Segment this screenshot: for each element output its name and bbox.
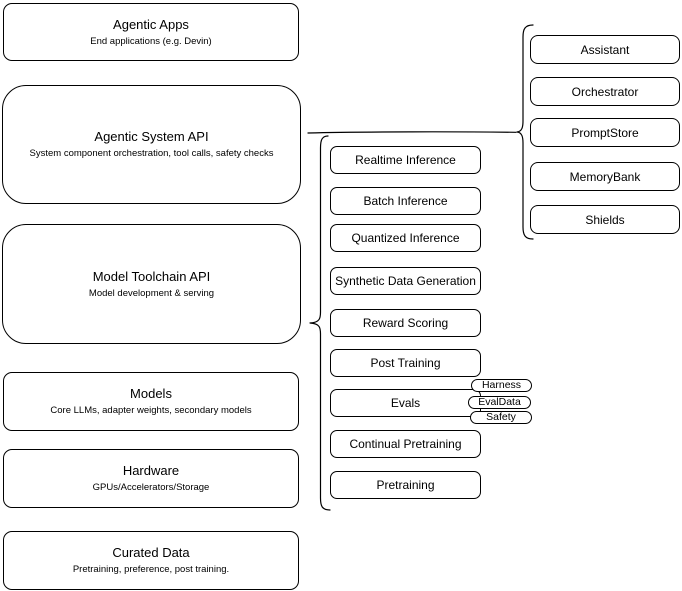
tag-harness: Harness	[471, 379, 532, 392]
node-models: Models Core LLMs, adapter weights, secon…	[3, 372, 299, 431]
node-evals: Evals	[330, 389, 481, 417]
node-memorybank: MemoryBank	[530, 162, 680, 191]
node-label: Realtime Inference	[355, 153, 456, 167]
node-agentic-system-api: Agentic System API System component orch…	[2, 85, 301, 204]
node-label: Continual Pretraining	[349, 437, 462, 451]
node-promptstore: PromptStore	[530, 118, 680, 147]
node-subtitle: Pretraining, preference, post training.	[72, 564, 230, 575]
node-subtitle: Core LLMs, adapter weights, secondary mo…	[50, 405, 252, 416]
node-model-toolchain-api: Model Toolchain API Model development & …	[2, 224, 301, 344]
tag-label: Harness	[481, 379, 522, 391]
node-realtime-inference: Realtime Inference	[330, 146, 481, 174]
tag-safety: Safety	[470, 411, 532, 424]
node-hardware: Hardware GPUs/Accelerators/Storage	[3, 449, 299, 508]
node-title: Models	[130, 386, 172, 401]
node-label: Evals	[390, 396, 421, 410]
node-orchestrator: Orchestrator	[530, 77, 680, 106]
tag-label: EvalData	[478, 396, 521, 408]
node-subtitle: GPUs/Accelerators/Storage	[92, 482, 210, 493]
node-synthetic-data-generation: Synthetic Data Generation	[330, 267, 481, 295]
tag-evaldata: EvalData	[468, 396, 531, 409]
node-label: Orchestrator	[571, 84, 639, 99]
node-label: Pretraining	[376, 478, 435, 492]
node-label: MemoryBank	[569, 169, 641, 184]
node-label: Quantized Inference	[351, 231, 460, 245]
node-title: Agentic System API	[94, 129, 209, 144]
node-title: Model Toolchain API	[92, 268, 211, 284]
node-subtitle: System component orchestration, tool cal…	[29, 148, 274, 159]
node-agentic-apps: Agentic Apps End applications (e.g. Devi…	[3, 3, 299, 61]
brace-toolchain	[309, 135, 331, 511]
node-pretraining: Pretraining	[330, 471, 481, 499]
node-subtitle: End applications (e.g. Devin)	[90, 35, 212, 47]
brace-system-components	[516, 24, 534, 240]
connector-system-api-line	[307, 131, 517, 134]
node-assistant: Assistant	[530, 35, 680, 64]
node-reward-scoring: Reward Scoring	[330, 309, 481, 337]
node-label: Assistant	[580, 42, 630, 57]
node-label: Shields	[585, 212, 625, 227]
node-batch-inference: Batch Inference	[330, 187, 481, 215]
tag-label: Safety	[486, 411, 516, 423]
node-label: PromptStore	[571, 125, 639, 140]
node-subtitle: Model development & serving	[88, 287, 215, 299]
node-title: Hardware	[122, 463, 180, 478]
node-label: Batch Inference	[363, 194, 448, 208]
node-label: Reward Scoring	[362, 316, 449, 330]
node-continual-pretraining: Continual Pretraining	[330, 430, 481, 458]
node-post-training: Post Training	[330, 349, 481, 377]
node-label: Synthetic Data Generation	[335, 274, 476, 288]
node-label: Post Training	[370, 356, 441, 370]
node-title: Agentic Apps	[113, 16, 189, 32]
node-curated-data: Curated Data Pretraining, preference, po…	[3, 531, 299, 590]
node-quantized-inference: Quantized Inference	[330, 224, 481, 252]
node-shields: Shields	[530, 205, 680, 234]
node-title: Curated Data	[112, 545, 190, 560]
